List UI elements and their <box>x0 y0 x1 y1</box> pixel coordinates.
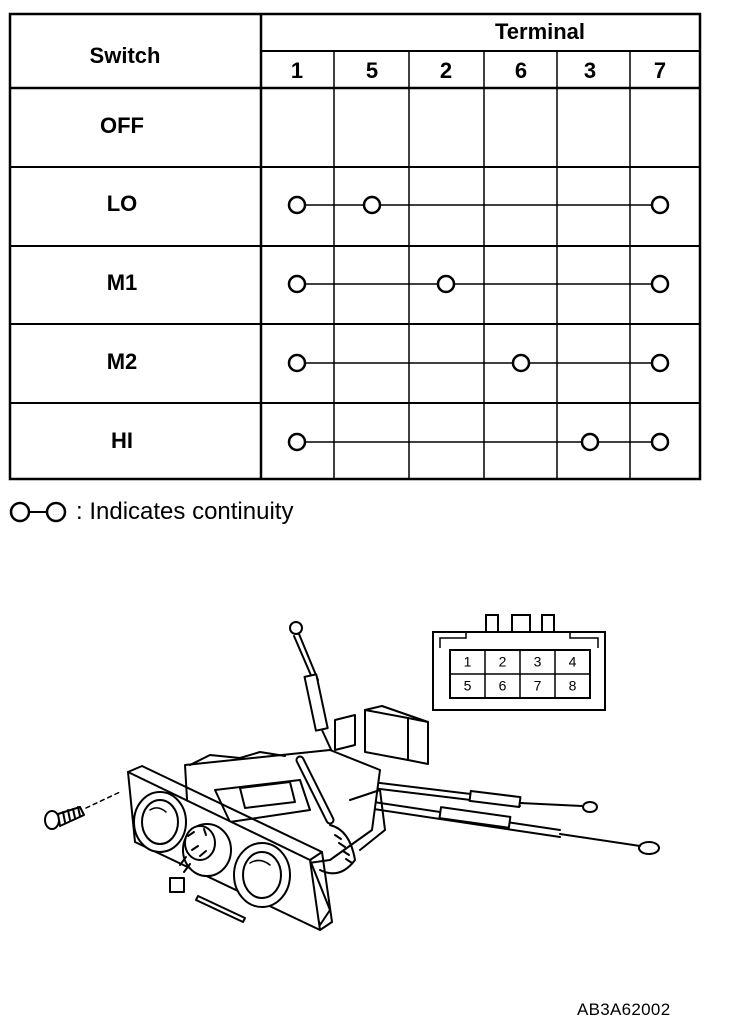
terminal-header-3: 3 <box>584 58 596 83</box>
wire-connector-block <box>334 705 429 765</box>
continuity-legend: : Indicates continuity <box>8 494 293 530</box>
connector-pin-1: 1 <box>464 654 472 670</box>
continuity-point-lo-5 <box>362 195 382 215</box>
terminal-header-5: 5 <box>366 58 378 83</box>
switch-row-label-m1: M1 <box>107 270 138 295</box>
terminal-header-6: 6 <box>515 58 527 83</box>
connector-pin-2: 2 <box>499 654 507 670</box>
continuity-point-m1-1 <box>287 274 307 294</box>
terminal-header: Terminal <box>495 19 585 44</box>
continuity-marks <box>287 195 670 452</box>
continuity-point-hi-3 <box>580 432 600 452</box>
continuity-symbol-icon <box>9 501 67 523</box>
continuity-point-m1-7 <box>650 274 670 294</box>
continuity-point-lo-1 <box>287 195 307 215</box>
connector-pin-4: 4 <box>569 654 577 670</box>
continuity-point-m2-7 <box>650 353 670 373</box>
connector-pin-5: 5 <box>464 678 472 694</box>
continuity-point-hi-1 <box>287 432 307 452</box>
continuity-point-m2-1 <box>287 353 307 373</box>
connector-pin-labels: 1 2 3 4 5 6 7 8 <box>464 654 577 694</box>
control-cable-lower <box>359 799 660 855</box>
connector-pin-6: 6 <box>499 678 507 694</box>
connector-pin-8: 8 <box>569 678 577 694</box>
continuity-point-m2-6 <box>511 353 531 373</box>
switch-row-label-off: OFF <box>100 113 144 138</box>
switch-row-label-hi: HI <box>111 428 133 453</box>
control-cable-middle <box>354 779 598 813</box>
terminal-header-7: 7 <box>654 58 666 83</box>
terminal-header-2: 2 <box>440 58 452 83</box>
switch-header: Switch <box>90 43 161 68</box>
table-grid <box>8 12 702 481</box>
terminal-column-headers: 1 5 2 6 3 7 <box>291 58 666 83</box>
switch-row-label-lo: LO <box>107 191 138 216</box>
continuity-point-m1-2 <box>436 274 456 294</box>
connector-pin-3: 3 <box>534 654 542 670</box>
harness-connector-pinout: 1 2 3 4 5 6 7 8 <box>432 614 606 711</box>
continuity-point-lo-7 <box>650 195 670 215</box>
front-control-panel <box>127 765 333 931</box>
connector-pin-7: 7 <box>534 678 542 694</box>
continuity-point-hi-7 <box>650 432 670 452</box>
legend-text: : Indicates continuity <box>76 498 294 525</box>
terminal-header-1: 1 <box>291 58 303 83</box>
figure-code: AB3A62002 <box>577 1000 671 1019</box>
switch-row-label-m2: M2 <box>107 349 138 374</box>
heater-control-assembly-illustration <box>44 621 660 931</box>
screw-icon <box>44 791 121 830</box>
